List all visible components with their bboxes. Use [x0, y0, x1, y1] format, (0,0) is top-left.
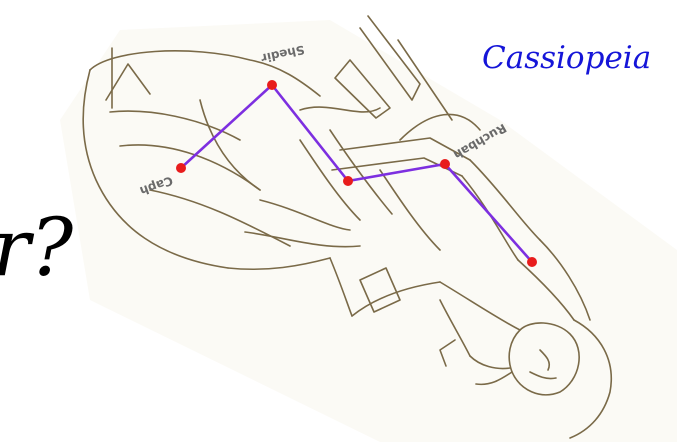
star-segin — [527, 257, 537, 267]
star-ruchbah — [440, 159, 450, 169]
star-shedir — [267, 80, 277, 90]
star-caph — [176, 163, 186, 173]
constellation-title: Cassiopeia — [482, 40, 651, 76]
cropped-question-text: r? — [0, 208, 73, 288]
star-gamma — [343, 176, 353, 186]
